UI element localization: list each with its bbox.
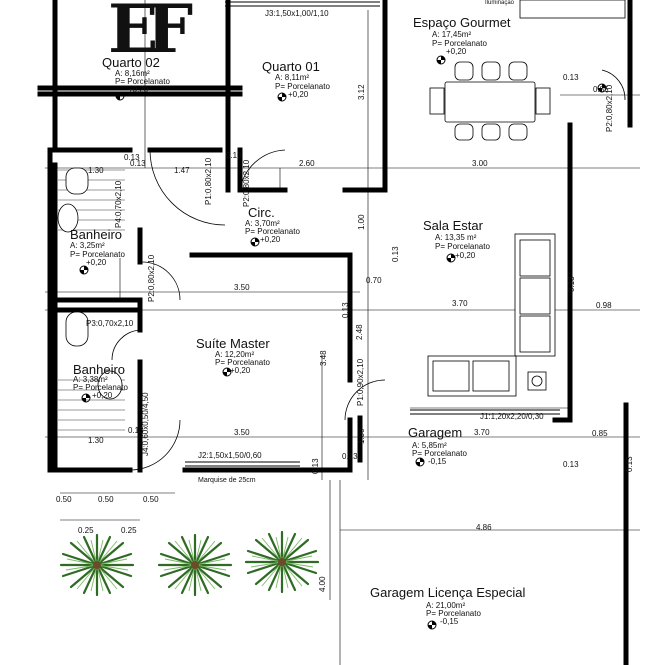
- dim-0-13-b: 0.13: [124, 153, 140, 162]
- room-suite-master-name: Suíte Master: [196, 336, 270, 351]
- room-garagem-name: Garagem: [408, 425, 463, 440]
- room-sala-estar-name: Sala Estar: [423, 218, 483, 233]
- room-suite-master-floor: P= Porcelanato: [215, 358, 270, 367]
- room-sala-estar-floor: P= Porcelanato: [435, 242, 490, 251]
- room-garagem-floor: P= Porcelanato: [412, 449, 467, 458]
- window-j2-label: J2:1,50x1,50/0,60: [198, 451, 262, 460]
- dim-0-13-k: 0.13: [625, 456, 634, 472]
- room-quarto-02-name: Quarto 02: [102, 55, 160, 70]
- room-quarto-02-level: +0,20: [128, 85, 149, 94]
- room-gourmet-level: +0,20: [446, 47, 467, 56]
- room-circ-area: A: 3,70m²: [245, 219, 280, 228]
- room-gourmet-floor: P= Porcelanato: [432, 39, 487, 48]
- dim-0-13-a: 0.13: [563, 73, 579, 82]
- room-sala-estar-area: A: 13,35 m²: [435, 233, 477, 242]
- dim-3-70-a: 3.70: [452, 299, 468, 308]
- dim-4-00: 4.00: [318, 576, 327, 592]
- room-quarto-01-floor: P= Porcelanato: [275, 82, 330, 91]
- room-quarto-02-area: A: 8,16m²: [115, 69, 150, 78]
- dim-3-12: 3.12: [357, 84, 366, 100]
- dim-0-25-a: 0.25: [78, 526, 94, 535]
- room-sala-estar-level: +0,20: [455, 251, 476, 260]
- dim-0-13-f: 0.13: [341, 302, 350, 318]
- room-circ-level: +0,20: [260, 235, 281, 244]
- dim-3-50-a: 3.50: [234, 283, 250, 292]
- dim-0-50-c: 0.50: [143, 495, 159, 504]
- room-garagem-licenca-floor: P= Porcelanato: [426, 609, 481, 618]
- dim-1-47: 1.47: [174, 166, 190, 175]
- dim-0-13-e: 0.13: [567, 276, 576, 292]
- dim-0-50-b: 0.50: [98, 495, 114, 504]
- door-p1-suite-label: P1:0,90x2,10: [356, 358, 365, 406]
- dim-3-70-b: 3.70: [474, 428, 490, 437]
- dim-0-13-g: 0.13: [128, 426, 144, 435]
- window-j1-label: J1:1,20x2,20/0,30: [480, 412, 544, 421]
- room-circ-name: Circ.: [248, 205, 275, 220]
- room-banheiro-2-level: +0,20: [92, 391, 113, 400]
- dim-0-50-a: 0.50: [56, 495, 72, 504]
- dim-0-13-l: 0.13: [130, 159, 146, 168]
- room-garagem-licenca-level: -0,15: [440, 617, 459, 626]
- dim-0-98: 0.98: [596, 301, 612, 310]
- room-suite-master-area: A: 12,20m²: [215, 350, 255, 359]
- room-garagem-licenca-name: Garagem Licença Especial: [370, 585, 526, 600]
- dim-0-13-c: 0.13: [226, 151, 242, 160]
- door-p2-top-label: P2:0,80x2,10: [242, 159, 251, 207]
- room-banheiro-2-floor: P= Porcelanato: [73, 383, 128, 392]
- dim-2-60: 2.60: [299, 159, 315, 168]
- door-p3-label: P3:0,70x2,10: [86, 319, 134, 328]
- dim-3-50-b: 3.50: [234, 428, 250, 437]
- window-j4-label: J4:0,60x0,50/4,50: [141, 392, 150, 456]
- dim-1-00-b: 1.00: [357, 428, 366, 444]
- room-banheiro-1-level: +0,20: [86, 258, 107, 267]
- dim-0-85-b: 0.85: [592, 429, 608, 438]
- dim-0-13-d: 0.13: [391, 246, 400, 262]
- gourmet-note: Iluminação: [485, 0, 515, 6]
- dim-0-13-h: 0.13: [342, 452, 358, 461]
- room-gourmet-area: A: 17,45m²: [432, 30, 472, 39]
- dim-1-30-b: 1.30: [88, 436, 104, 445]
- dim-3-48: 3.48: [319, 350, 328, 366]
- door-p4-label: P4:0,70x2,10: [114, 180, 123, 228]
- dim-3-00: 3.00: [472, 159, 488, 168]
- room-quarto-02-floor: P= Porcelanato: [115, 77, 170, 86]
- dim-0-13-j: 0.13: [563, 460, 579, 469]
- dim-1-30-a: 1.30: [88, 166, 104, 175]
- room-banheiro-1-area: A: 3,25m²: [70, 241, 105, 250]
- room-circ-floor: P= Porcelanato: [245, 227, 300, 236]
- dim-0-25-b: 0.25: [121, 526, 137, 535]
- room-banheiro-2-name: Banheiro: [73, 362, 126, 377]
- room-banheiro-1-floor: P= Porcelanato: [70, 250, 125, 259]
- dim-1-00-a: 1.00: [357, 214, 366, 230]
- door-p2-circ-label: P2:0,80x2,10: [147, 254, 156, 302]
- dim-2-48: 2.48: [355, 324, 364, 340]
- room-quarto-01-name: Quarto 01: [262, 59, 320, 74]
- room-garagem-level: -0,15: [428, 457, 447, 466]
- room-quarto-01-area: A: 8,11m²: [275, 73, 310, 82]
- room-garagem-licenca-area: A: 21,00m²: [426, 601, 466, 610]
- dim-0-70: 0.70: [366, 276, 382, 285]
- marquise-note: Marquise de 25cm: [198, 477, 256, 484]
- room-quarto-01-level: +0,20: [288, 90, 309, 99]
- room-suite-master-level: +0,20: [230, 366, 251, 375]
- room-garagem-area: A: 5,85m²: [412, 441, 447, 450]
- room-banheiro-1-name: Banheiro: [70, 227, 123, 242]
- door-p1-label: P1:0,80x2,10: [204, 157, 213, 205]
- window-j3-label: J3:1,50x1,00/1,10: [265, 9, 329, 18]
- dim-0-13-i: 0.13: [311, 458, 320, 474]
- room-banheiro-2-area: A: 3,38m²: [73, 375, 108, 384]
- brand-logo: EF: [108, 0, 193, 68]
- dim-4-86: 4.86: [476, 523, 492, 532]
- room-gourmet-name: Espaço Gourmet: [413, 15, 511, 30]
- dim-0-85-a: 0.85: [593, 85, 609, 94]
